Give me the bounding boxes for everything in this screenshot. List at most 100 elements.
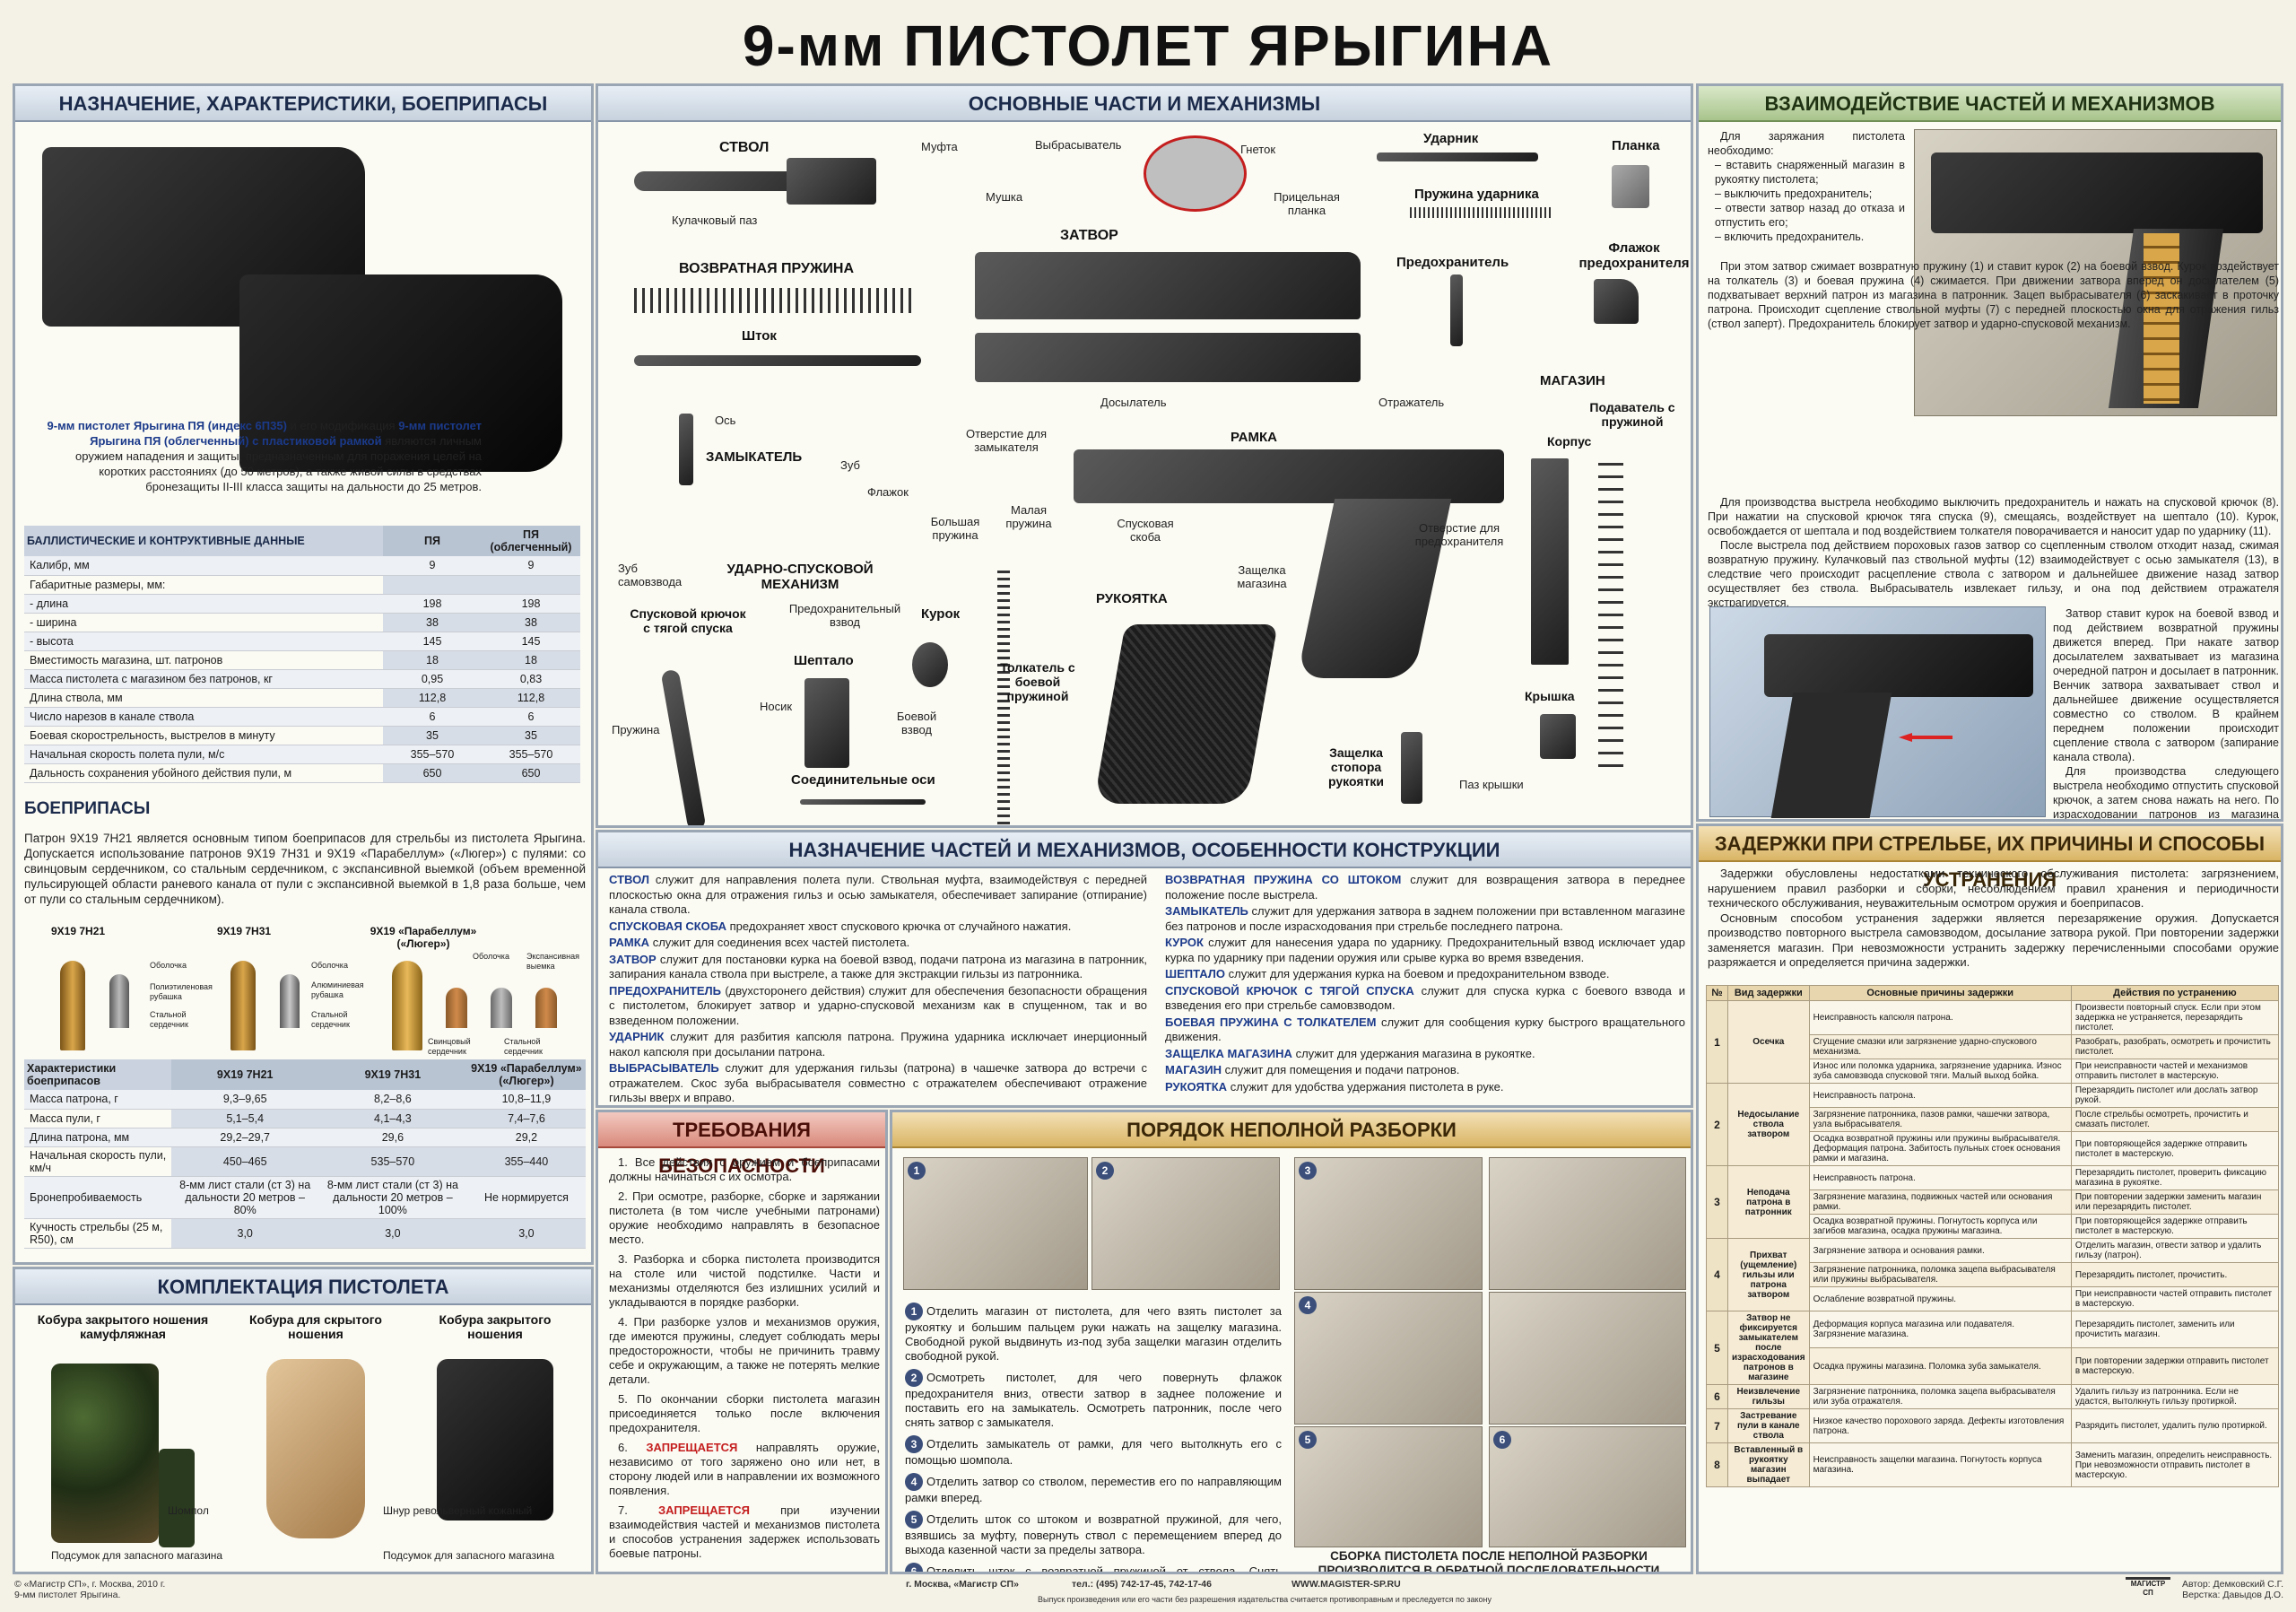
purpose-item: РАМКА служит для соединения всех частей …: [609, 936, 910, 949]
safety-flag-part: [1594, 279, 1639, 324]
bullet-parabellum-1-icon: [446, 988, 467, 1028]
mag-pouch-1-icon: [159, 1449, 195, 1547]
footer-city: г. Москва, «Магистр СП»: [906, 1579, 1019, 1590]
step-1-photo: 1: [903, 1157, 1088, 1290]
holster-concealed-icon: [266, 1359, 365, 1538]
delay-row: Осадка возвратной пружины или пружины вы…: [1707, 1131, 2280, 1166]
trigger-part: [660, 668, 707, 825]
purpose-left: СТВОЛ служит для направления полета пули…: [609, 873, 1147, 1105]
slide-part: [975, 252, 1361, 319]
interaction-text-main: При этом затвор сжимает возвратную пружи…: [1708, 260, 2279, 330]
step-3-photo: 3: [1294, 1157, 1483, 1290]
delay-row: Сгущение смазки или загрязнение ударно-с…: [1707, 1034, 2280, 1059]
publisher-logo: МАГИСТР СП: [2126, 1577, 2170, 1608]
footer-website[interactable]: WWW.MAGISTER-SP.RU: [1292, 1579, 1401, 1590]
section-title: КОМПЛЕКТАЦИЯ ПИСТОЛЕТА: [15, 1269, 591, 1305]
footer-notice: Выпуск произведения или его части без ра…: [1037, 1595, 1492, 1604]
safety-item: 4. При разборке узлов и механизмов оружи…: [609, 1315, 880, 1386]
purpose-item: СПУСКОВАЯ СКОБА предохраняет хвост спуск…: [609, 919, 1072, 933]
magazine-spring-part: [1598, 463, 1623, 768]
purpose-right: ВОЗВРАТНАЯ ПРУЖИНА СО ШТОКОМ служит для …: [1165, 873, 1685, 1096]
safety-item: 7. ЗАПРЕЩАЕТСЯ при изучении взаимодейств…: [609, 1503, 880, 1560]
delay-row: Загрязнение магазина, подвижных частей и…: [1707, 1189, 2280, 1215]
section-title: ЗАДЕРЖКИ ПРИ СТРЕЛЬБЕ, ИХ ПРИЧИНЫ И СПОС…: [1699, 826, 2281, 891]
interaction-text-top: Для заряжания пистолета необходимо: – вс…: [1708, 130, 1905, 243]
delay-row: Загрязнение патронника, пазов рамки, чаш…: [1707, 1107, 2280, 1132]
mainspring-part: [997, 571, 1010, 825]
section-parts: ОСНОВНЫЕ ЧАСТИ И МЕХАНИЗМЫ СТВОЛ Муфта К…: [596, 83, 1693, 828]
purpose-item: ШЕПТАЛО служит для удержания курка на бо…: [1165, 967, 1610, 980]
purpose-item: БОЕВАЯ ПРУЖИНА С ТОЛКАТЕЛЕМ служит для с…: [1165, 1015, 1685, 1044]
step-6-photo: 6: [1489, 1426, 1686, 1547]
ballistics-row: Габаритные размеры, мм:: [24, 575, 580, 595]
extractor-zoom-circle: [1144, 135, 1247, 212]
holster-closed-icon: [437, 1359, 553, 1521]
bullet-7n31-icon: [280, 974, 300, 1028]
section-kit: КОМПЛЕКТАЦИЯ ПИСТОЛЕТА Кобура закрытого …: [13, 1267, 594, 1574]
poster-title: 9-мм ПИСТОЛЕТ ЯРЫГИНА: [742, 13, 1554, 78]
purpose-item: ЗАЩЕЛКА МАГАЗИНА служит для удержания ма…: [1165, 1046, 1535, 1060]
purpose-item: ВОЗВРАТНАЯ ПРУЖИНА СО ШТОКОМ служит для …: [1165, 873, 1685, 902]
purpose-item: ПРЕДОХРАНИТЕЛЬ (двухсторонего действия) …: [609, 983, 1147, 1027]
safety-item: 1. Все действия с оружием и боеприпасами…: [609, 1155, 880, 1183]
footer-credits: Автор: Демковский С.Г.Верстка: Давыдов Д…: [2181, 1579, 2283, 1600]
purpose-item: РУКОЯТКА служит для удобства удержания п…: [1165, 1079, 1504, 1094]
section-characteristics: НАЗНАЧЕНИЕ, ХАРАКТЕРИСТИКИ, БОЕПРИПАСЫ 9…: [13, 83, 594, 1265]
step-3b-photo: [1489, 1157, 1686, 1290]
safety-list: 1. Все действия с оружием и боеприпасами…: [609, 1155, 880, 1566]
assembly-note: СБОРКА ПИСТОЛЕТА ПОСЛЕ НЕПОЛНОЙ РАЗБОРКИ…: [1318, 1549, 1660, 1574]
guide-rod-part: [634, 355, 921, 366]
step-4-photo: 4: [1294, 1292, 1483, 1425]
magazine-body-part: [1531, 458, 1569, 665]
purpose-item: СПУСКОВОЙ КРЮЧОК С ТЯГОЙ СПУСКА служит д…: [1165, 983, 1685, 1013]
ballistics-row: Масса пистолета с магазином без патронов…: [24, 669, 580, 689]
safety-item: 6. ЗАПРЕЩАЕТСЯ направлять оружие, незави…: [609, 1441, 880, 1497]
cutaway-diagram-2: [1709, 606, 2046, 818]
ammo-text: Патрон 9Х19 7Н21 является основным типом…: [24, 832, 586, 906]
safety-part: [1450, 274, 1463, 346]
section-title: НАЗНАЧЕНИЕ, ХАРАКТЕРИСТИКИ, БОЕПРИПАСЫ: [15, 86, 591, 122]
frame-part: [1074, 449, 1504, 503]
purpose-item: УДАРНИК служит для разбития капсюля патр…: [609, 1030, 1147, 1059]
delay-row: Осадка возвратной пружины. Погнутость ко…: [1707, 1214, 2280, 1239]
purpose-item: КУРОК служит для нанесения удара по удар…: [1165, 936, 1685, 964]
section-delays: ЗАДЕРЖКИ ПРИ СТРЕЛЬБЕ, ИХ ПРИЧИНЫ И СПОС…: [1696, 823, 2283, 1574]
ballistics-row: Боевая скорострельность, выстрелов в мин…: [24, 726, 580, 745]
ammo-title: БОЕПРИПАСЫ: [24, 799, 151, 818]
bullet-parabellum-2-icon: [491, 988, 512, 1028]
cartridge-7n31-icon: [230, 961, 256, 1050]
purpose-item: ЗАТВОР служит для постановки курка на бо…: [609, 952, 1147, 981]
delay-row: Износ или поломка ударника, загрязнение …: [1707, 1059, 2280, 1084]
section-title: ПОРЯДОК НЕПОЛНОЙ РАЗБОРКИ: [892, 1112, 1691, 1148]
section-title: ВЗАИМОДЕЙСТВИЕ ЧАСТЕЙ И МЕХАНИЗМОВ: [1699, 86, 2281, 122]
delay-row: Осадка пружины магазина. Поломка зуба за…: [1707, 1347, 2280, 1385]
grip-part: [1093, 624, 1278, 804]
striker-part: [1377, 152, 1538, 161]
holster-camo-icon: [51, 1364, 159, 1543]
section-title: НАЗНАЧЕНИЕ ЧАСТЕЙ И МЕХАНИЗМОВ, ОСОБЕННО…: [598, 832, 1691, 868]
cartridges-illustration: 9Х19 7Н21 9Х19 7Н31 9Х19 «Парабеллум» («…: [51, 925, 580, 1056]
